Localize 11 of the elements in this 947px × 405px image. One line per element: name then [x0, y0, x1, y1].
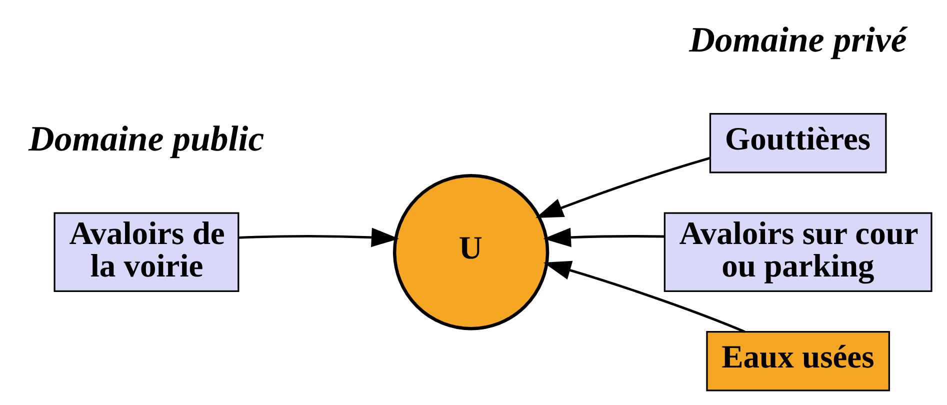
node-circle: U [392, 174, 550, 330]
arrow [238, 228, 400, 248]
arrow [543, 228, 664, 248]
node-box: Eaux usées [706, 331, 890, 392]
label: Domaine privé [689, 19, 907, 60]
label: Domaine public [28, 118, 264, 159]
arrow [536, 156, 710, 218]
node-box: Gouttières [709, 113, 887, 174]
arrow [543, 260, 746, 333]
node-box: Avaloirs de la voirie [54, 212, 240, 292]
node-box: Avaloirs sur cour ou parking [664, 212, 932, 292]
